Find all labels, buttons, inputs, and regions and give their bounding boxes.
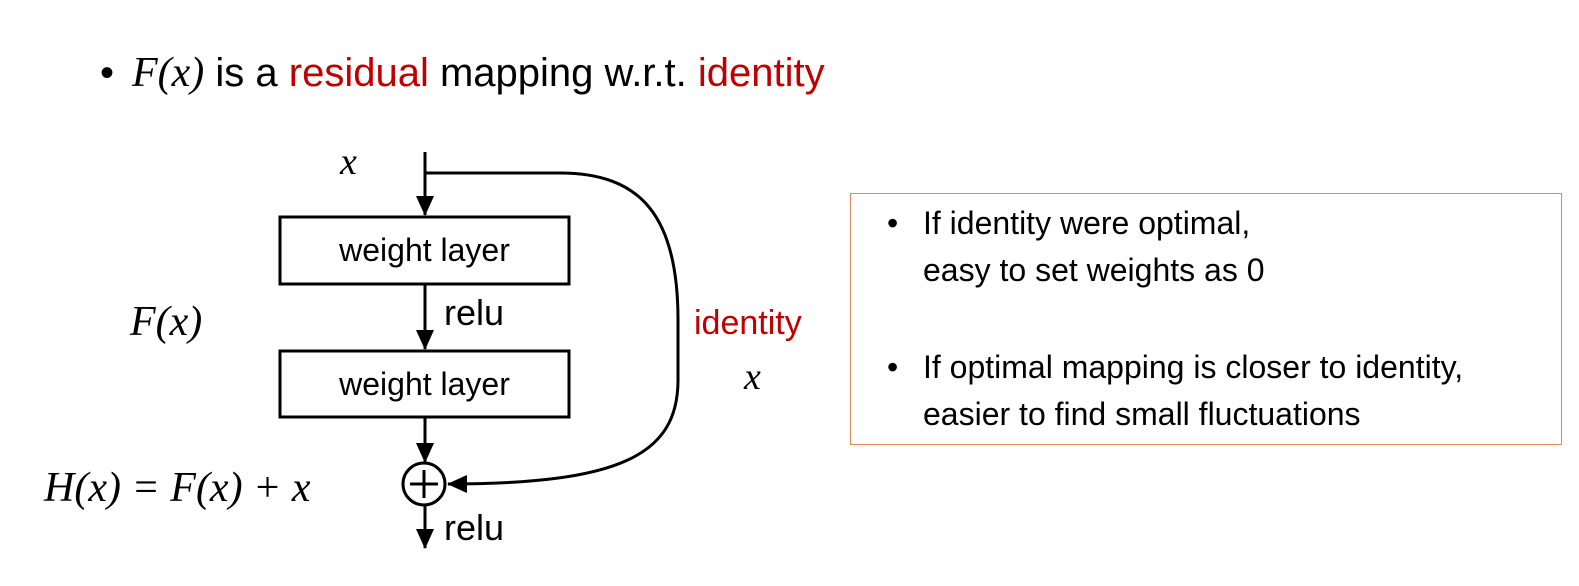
add-node xyxy=(401,461,447,507)
note-item: • If identity were optimal, easy to set … xyxy=(887,200,1265,294)
identity-shortcut-curve xyxy=(425,171,680,493)
weight-layer-2-label: weight layer xyxy=(339,366,510,402)
note-line: If optimal mapping is closer to identity… xyxy=(923,349,1464,385)
note-item: • If optimal mapping is closer to identi… xyxy=(887,344,1463,438)
hx-equation-label: H(x) = F(x) + x xyxy=(44,465,311,511)
relu-label-1: relu xyxy=(444,292,505,333)
headline-text-2: mapping w.r.t. xyxy=(428,51,698,95)
relu-label-2: relu xyxy=(444,507,505,548)
shortcut-x-label: x xyxy=(744,356,761,398)
input-x-label: x xyxy=(340,141,357,183)
note-line: easier to find small fluctuations xyxy=(923,396,1361,432)
weight-layer-1-label: weight layer xyxy=(339,232,510,268)
headline-residual: residual xyxy=(288,51,429,95)
note-line: If identity were optimal, xyxy=(923,205,1251,241)
weight-layer-2-box xyxy=(278,349,571,419)
note-bullet: • xyxy=(887,349,899,385)
headline-identity: identity xyxy=(697,51,825,95)
headline-fx: F(x) xyxy=(132,50,205,96)
fx-label: F(x) xyxy=(130,299,203,345)
notes-box: • If identity were optimal, easy to set … xyxy=(850,193,1562,445)
headline: • F(x) is a residual mapping w.r.t. ident… xyxy=(100,45,825,101)
note-line: easy to set weights as 0 xyxy=(923,252,1265,288)
headline-text-1: is a xyxy=(204,51,289,95)
weight-layer-1-box xyxy=(278,215,571,286)
identity-label: identity xyxy=(694,304,802,342)
note-bullet: • xyxy=(887,205,899,241)
headline-bullet: • xyxy=(100,51,115,95)
